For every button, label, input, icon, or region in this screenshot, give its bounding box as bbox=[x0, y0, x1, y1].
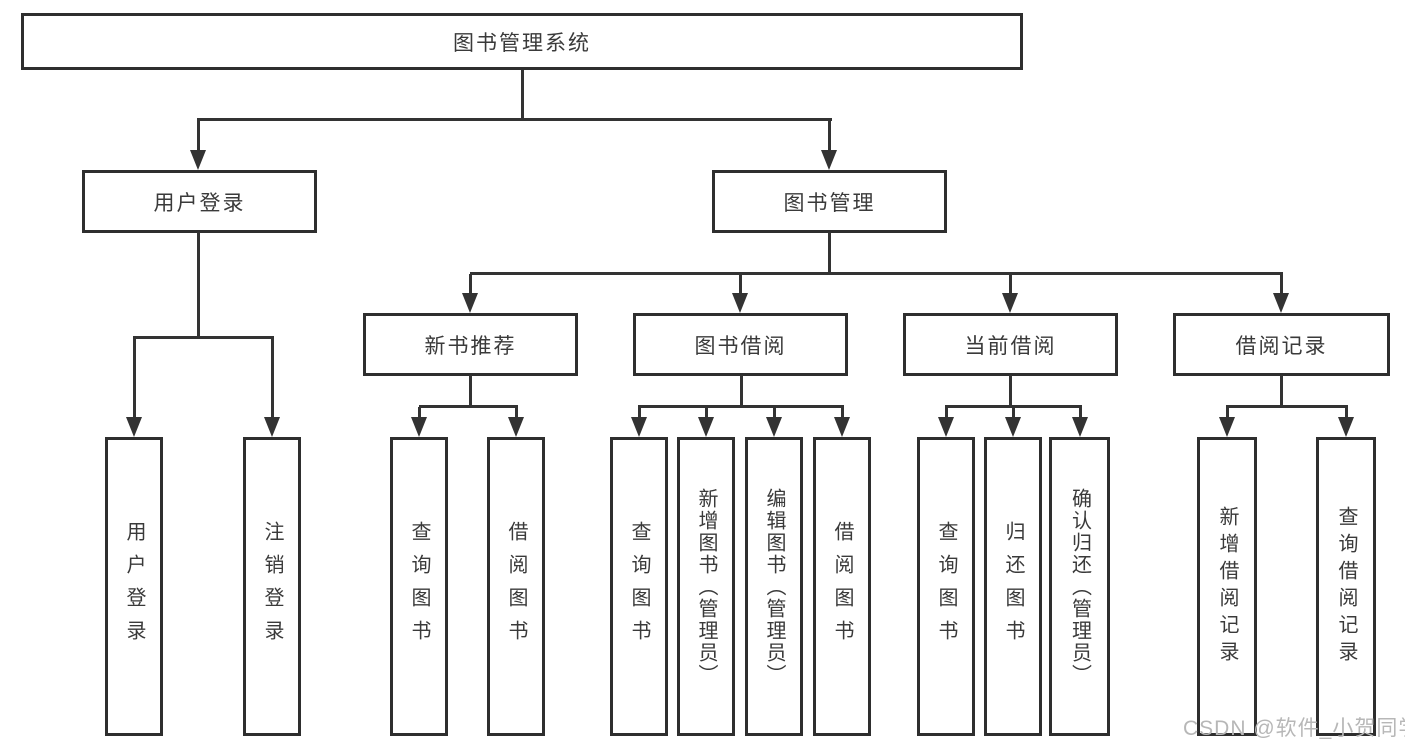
connector-line bbox=[419, 405, 518, 408]
connector-line bbox=[515, 407, 518, 419]
connector-line bbox=[1009, 375, 1012, 407]
connector-line bbox=[1012, 407, 1015, 419]
connector-line bbox=[1280, 274, 1283, 295]
leaf-query-books-borrow: 查询图书 bbox=[610, 437, 668, 736]
connector-line bbox=[1226, 407, 1229, 419]
connector-line bbox=[521, 70, 524, 120]
connector-line bbox=[841, 407, 844, 419]
connector-line bbox=[638, 407, 641, 419]
arrow-down-icon bbox=[1072, 417, 1088, 437]
connector-line bbox=[197, 118, 832, 121]
leaf-borrow-books: 借阅图书 bbox=[813, 437, 871, 736]
connector-line bbox=[828, 232, 831, 274]
arrow-down-icon bbox=[1219, 417, 1235, 437]
connector-line bbox=[1280, 375, 1283, 407]
connector-line bbox=[470, 272, 1283, 275]
arrow-down-icon bbox=[732, 293, 748, 313]
arrow-down-icon bbox=[821, 150, 837, 170]
connector-line bbox=[469, 375, 472, 407]
arrow-down-icon bbox=[938, 417, 954, 437]
connector-line bbox=[133, 338, 136, 418]
leaf-edit-book-admin: 编辑图书（管理员） bbox=[745, 437, 803, 736]
arrow-down-icon bbox=[264, 417, 280, 437]
connector-line bbox=[1009, 274, 1012, 295]
connector-line bbox=[1345, 407, 1348, 419]
connector-line bbox=[133, 336, 274, 339]
leaf-return-books: 归还图书 bbox=[984, 437, 1042, 736]
leaf-user-login: 用户登录 bbox=[105, 437, 163, 736]
node-current-borrow: 当前借阅 bbox=[903, 313, 1118, 376]
connector-line bbox=[418, 407, 421, 419]
arrow-down-icon bbox=[1002, 293, 1018, 313]
connector-line bbox=[1226, 405, 1348, 408]
connector-line bbox=[739, 274, 742, 295]
connector-line bbox=[773, 407, 776, 419]
node-root: 图书管理系统 bbox=[21, 13, 1023, 70]
connector-line bbox=[945, 405, 1082, 408]
connector-line bbox=[945, 407, 948, 419]
arrow-down-icon bbox=[834, 417, 850, 437]
leaf-add-borrow-record: 新增借阅记录 bbox=[1197, 437, 1257, 736]
connector-line bbox=[197, 232, 200, 338]
arrow-down-icon bbox=[766, 417, 782, 437]
leaf-query-books-recommend: 查询图书 bbox=[390, 437, 448, 736]
leaf-add-book-admin: 新增图书（管理员） bbox=[677, 437, 735, 736]
leaf-borrow-books-recommend: 借阅图书 bbox=[487, 437, 545, 736]
arrow-down-icon bbox=[508, 417, 524, 437]
connector-line bbox=[271, 338, 274, 418]
connector-line bbox=[197, 120, 200, 152]
connector-line bbox=[740, 375, 743, 407]
node-book-borrow: 图书借阅 bbox=[633, 313, 848, 376]
node-user-login: 用户登录 bbox=[82, 170, 317, 233]
arrow-down-icon bbox=[411, 417, 427, 437]
arrow-down-icon bbox=[1005, 417, 1021, 437]
leaf-logout: 注销登录 bbox=[243, 437, 301, 736]
connector-line bbox=[1079, 407, 1082, 419]
arrow-down-icon bbox=[462, 293, 478, 313]
leaf-query-books-current: 查询图书 bbox=[917, 437, 975, 736]
connector-line bbox=[638, 405, 844, 408]
leaf-confirm-return-admin: 确认归还（管理员） bbox=[1049, 437, 1110, 736]
csdn-watermark: CSDN @软件_小贺同学 bbox=[1183, 717, 1405, 740]
arrow-down-icon bbox=[1273, 293, 1289, 313]
connector-line bbox=[828, 120, 831, 152]
leaf-query-borrow-record: 查询借阅记录 bbox=[1316, 437, 1376, 736]
node-new-book-recommend: 新书推荐 bbox=[363, 313, 578, 376]
arrow-down-icon bbox=[126, 417, 142, 437]
arrow-down-icon bbox=[698, 417, 714, 437]
arrow-down-icon bbox=[190, 150, 206, 170]
node-book-management: 图书管理 bbox=[712, 170, 947, 233]
node-borrow-records: 借阅记录 bbox=[1173, 313, 1390, 376]
arrow-down-icon bbox=[1338, 417, 1354, 437]
arrow-down-icon bbox=[631, 417, 647, 437]
connector-line bbox=[469, 274, 472, 295]
connector-line bbox=[705, 407, 708, 419]
